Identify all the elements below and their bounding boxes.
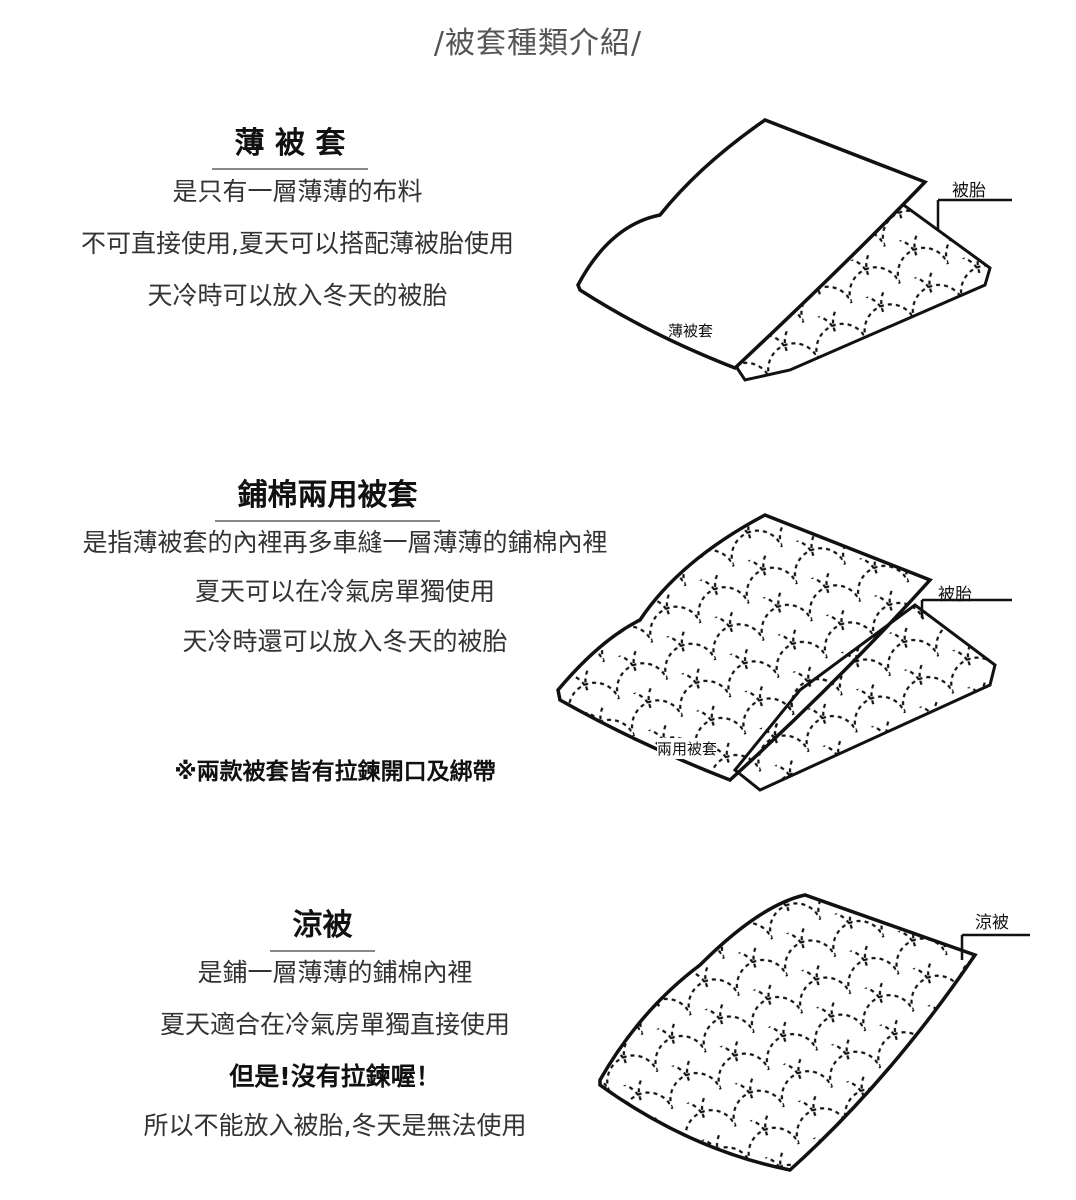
- duvet-insert-label: 被胎: [938, 585, 972, 605]
- cotton-cover-line: 天冷時還可以放入冬天的被胎: [182, 627, 508, 656]
- thin-cover-line: 天冷時可以放入冬天的被胎: [147, 281, 448, 310]
- thin-cover-heading: 薄 被 套: [212, 118, 368, 170]
- thin-cover-illustration: [576, 118, 1012, 382]
- cotton-cover-label: 兩用被套: [657, 738, 718, 759]
- summer-quilt-warning: 但是!沒有拉鍊喔！: [229, 1062, 441, 1091]
- summer-quilt-line: 是鋪一層薄薄的鋪棉內裡: [197, 958, 473, 987]
- zipper-note: ※兩款被套皆有拉鍊開口及綁帶: [174, 759, 496, 785]
- duvet-insert-label: 被胎: [952, 181, 986, 201]
- thin-cover-line: 是只有一層薄薄的布料: [172, 177, 423, 206]
- thin-cover-line: 不可直接使用,夏天可以搭配薄被胎使用: [81, 229, 514, 258]
- cotton-cover-line: 夏天可以在冷氣房單獨使用: [194, 577, 495, 606]
- summer-quilt-line: 所以不能放入被胎,冬天是無法使用: [143, 1111, 527, 1140]
- thin-cover-label: 薄被套: [668, 322, 714, 340]
- page-title: /被套種類介紹/: [433, 26, 643, 61]
- summer-quilt-heading: 涼被: [270, 900, 375, 952]
- summer-quilt-illustration: [598, 893, 1030, 1172]
- cotton-cover-line: 是指薄被套的內裡再多車縫一層薄薄的鋪棉內裡: [82, 528, 608, 557]
- summer-quilt-line: 夏天適合在冷氣房單獨直接使用: [159, 1010, 510, 1039]
- cotton-cover-heading: 鋪棉兩用被套: [215, 470, 440, 522]
- summer-quilt-label: 涼被: [975, 913, 1009, 933]
